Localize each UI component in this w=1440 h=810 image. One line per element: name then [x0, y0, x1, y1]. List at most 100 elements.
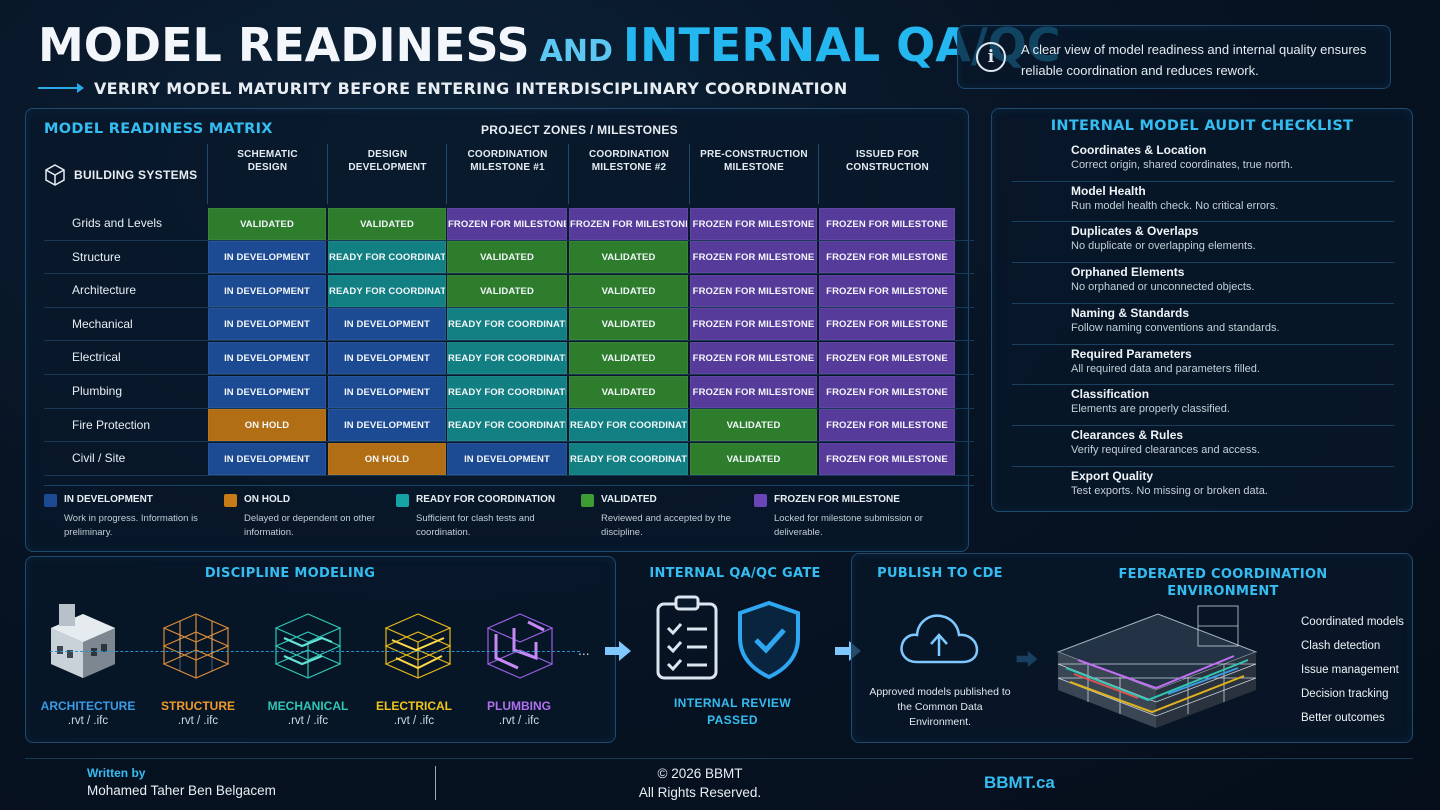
audit-title: INTERNAL MODEL AUDIT CHECKLIST [1050, 118, 1354, 134]
status-cell[interactable]: READY FOR COORDINATION [447, 341, 567, 374]
status-cell[interactable]: VALIDATED [569, 241, 688, 274]
check-circle-icon[interactable] [1366, 269, 1392, 295]
status-cell[interactable]: FROZEN FOR MILESTONE [819, 375, 955, 408]
status-cell[interactable]: IN DEVELOPMENT [208, 341, 326, 374]
status-cell[interactable]: FROZEN FOR MILESTONE [819, 207, 955, 240]
status-cell[interactable]: READY FOR COORDINATION [328, 274, 446, 307]
status-cell[interactable]: VALIDATED [690, 442, 817, 475]
legend-description: Delayed or dependent on other informatio… [244, 513, 375, 538]
status-cell[interactable]: FROZEN FOR MILESTONE [819, 442, 955, 475]
check-circle-icon[interactable] [1366, 310, 1392, 336]
status-cell[interactable]: VALIDATED [569, 375, 688, 408]
tag-icon [1014, 389, 1048, 419]
status-cell[interactable]: FROZEN FOR MILESTONE [690, 241, 817, 274]
status-cell[interactable]: VALIDATED [569, 274, 688, 307]
check-circle-icon[interactable] [1366, 351, 1392, 377]
status-cell[interactable]: FROZEN FOR MILESTONE [690, 375, 817, 408]
audit-item-name: Required Parameters [1071, 346, 1192, 361]
status-cell[interactable]: READY FOR COORDINATION [569, 442, 688, 475]
faucet-icon [44, 381, 64, 401]
status-cell[interactable]: VALIDATED [447, 274, 567, 307]
system-name: Architecture [72, 283, 137, 298]
status-cell[interactable]: READY FOR COORDINATION [447, 409, 567, 442]
benefit-label: Coordinated models [1301, 616, 1404, 628]
status-cell[interactable]: VALIDATED [569, 308, 688, 341]
discipline-label: MECHANICAL.rvt / .ifc [253, 699, 363, 727]
status-cell[interactable]: VALIDATED [328, 207, 446, 240]
status-cell[interactable]: IN DEVELOPMENT [328, 409, 446, 442]
check-circle-icon[interactable] [1366, 432, 1392, 458]
zones-title: PROJECT ZONES / MILESTONES [481, 123, 678, 137]
workflow-connector [50, 651, 580, 652]
legend-description: Reviewed and accepted by the discipline. [601, 513, 731, 538]
check-circle-icon[interactable] [1366, 147, 1392, 173]
status-cell[interactable]: IN DEVELOPMENT [208, 241, 326, 274]
status-cell[interactable]: VALIDATED [447, 241, 567, 274]
status-cell[interactable]: FROZEN FOR MILESTONE [447, 207, 567, 240]
row-divider [44, 374, 974, 375]
status-cell[interactable]: IN DEVELOPMENT [208, 375, 326, 408]
system-name: Fire Protection [72, 417, 151, 432]
status-cell[interactable]: READY FOR COORDINATION [447, 308, 567, 341]
legend-description: Work in progress. Information is prelimi… [64, 513, 198, 538]
status-cell[interactable]: IN DEVELOPMENT [208, 274, 326, 307]
status-cell[interactable]: IN DEVELOPMENT [328, 341, 446, 374]
status-cell[interactable]: IN DEVELOPMENT [328, 375, 446, 408]
check-circle-icon[interactable] [1366, 473, 1392, 499]
legend-divider [44, 485, 974, 486]
beam-icon [44, 247, 64, 267]
system-name: Plumbing [72, 384, 123, 398]
status-cell[interactable]: FROZEN FOR MILESTONE [819, 341, 955, 374]
written-by-label: Written by [87, 766, 146, 780]
system-row-label: Architecture [44, 274, 224, 307]
status-cell[interactable]: IN DEVELOPMENT [447, 442, 567, 475]
qaqc-gate-title: INTERNAL QA/QC GATE [649, 566, 821, 581]
check-circle-icon[interactable] [1366, 188, 1392, 214]
status-cell[interactable]: VALIDATED [690, 409, 817, 442]
publish-note: Approved models published to the Common … [869, 686, 1011, 728]
author-name: Mohamed Taher Ben Belgacem [87, 783, 276, 798]
status-cell[interactable]: READY FOR COORDINATION [569, 409, 688, 442]
target-icon [1014, 145, 1048, 175]
arrow-icon [38, 83, 84, 93]
status-cell[interactable]: FROZEN FOR MILESTONE [819, 274, 955, 307]
status-cell[interactable]: IN DEVELOPMENT [208, 442, 326, 475]
audit-divider [1012, 180, 1394, 182]
status-cell[interactable]: ON HOLD [208, 409, 326, 442]
status-cell[interactable]: VALIDATED [208, 207, 326, 240]
export-icon [1014, 471, 1048, 501]
status-cell[interactable]: IN DEVELOPMENT [328, 308, 446, 341]
status-cell[interactable]: FROZEN FOR MILESTONE [819, 409, 955, 442]
status-cell[interactable]: IN DEVELOPMENT [208, 308, 326, 341]
footer-divider [25, 758, 1413, 759]
status-cell[interactable]: FROZEN FOR MILESTONE [569, 207, 688, 240]
status-cell[interactable]: READY FOR COORDINATION [328, 241, 446, 274]
status-cell[interactable]: FROZEN FOR MILESTONE [690, 207, 817, 240]
row-divider [44, 407, 974, 409]
check-circle-icon[interactable] [1366, 228, 1392, 254]
status-cell[interactable]: READY FOR COORDINATION [447, 375, 567, 408]
status-cell[interactable]: VALIDATED [569, 341, 688, 374]
info-callout: i A clear view of model readiness and in… [957, 25, 1391, 89]
discipline-label: PLUMBING.rvt / .ifc [464, 699, 574, 727]
status-cell[interactable]: FROZEN FOR MILESTONE [690, 308, 817, 341]
status-cell[interactable]: FROZEN FOR MILESTONE [690, 341, 817, 374]
website-link[interactable]: BBMT.ca [984, 773, 1055, 792]
status-cell[interactable]: FROZEN FOR MILESTONE [819, 308, 955, 341]
discipline-label: STRUCTURE.rvt / .ifc [143, 699, 253, 727]
discipline-name: ELECTRICAL [376, 699, 452, 713]
status-cell[interactable]: FROZEN FOR MILESTONE [690, 274, 817, 307]
status-cell[interactable]: FROZEN FOR MILESTONE [819, 241, 955, 274]
check-circle-icon [1279, 639, 1295, 655]
audit-item-name: Coordinates & Location [1071, 143, 1207, 157]
status-cell[interactable]: ON HOLD [328, 442, 446, 475]
check-circle-icon[interactable] [1366, 391, 1392, 417]
